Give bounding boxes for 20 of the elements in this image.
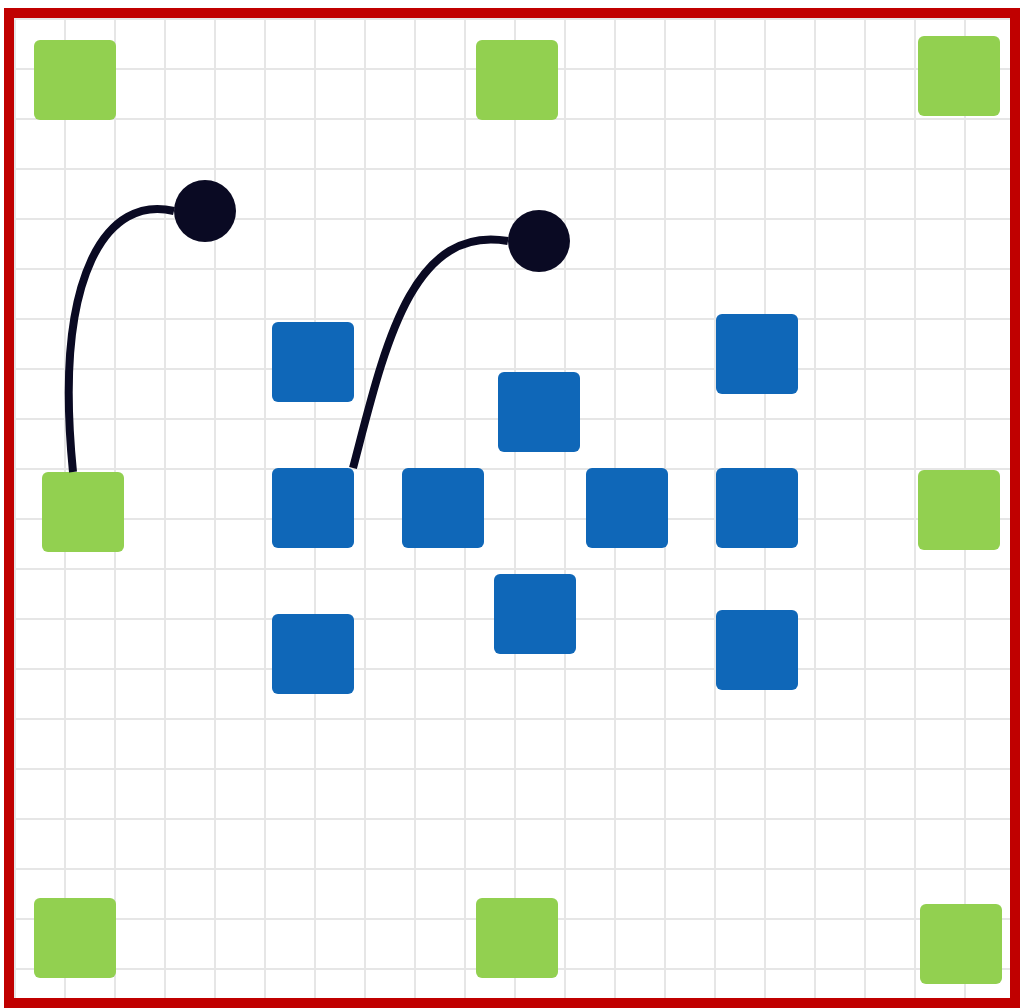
square-marker bbox=[494, 574, 576, 654]
square-marker bbox=[918, 470, 1000, 550]
square-marker bbox=[476, 898, 558, 978]
square-marker bbox=[402, 468, 484, 548]
square-marker bbox=[586, 468, 668, 548]
square-marker bbox=[498, 372, 580, 452]
square-marker bbox=[716, 314, 798, 394]
square-marker bbox=[34, 898, 116, 978]
square-marker bbox=[272, 322, 354, 402]
square-marker bbox=[34, 40, 116, 120]
square-marker bbox=[42, 472, 124, 552]
square-marker bbox=[920, 904, 1002, 984]
square-marker bbox=[272, 468, 354, 548]
square-marker bbox=[272, 614, 354, 694]
square-marker bbox=[716, 610, 798, 690]
square-marker bbox=[716, 468, 798, 548]
square-marker bbox=[476, 40, 558, 120]
curved-line bbox=[349, 235, 509, 469]
square-marker bbox=[918, 36, 1000, 116]
curved-line bbox=[65, 205, 175, 473]
